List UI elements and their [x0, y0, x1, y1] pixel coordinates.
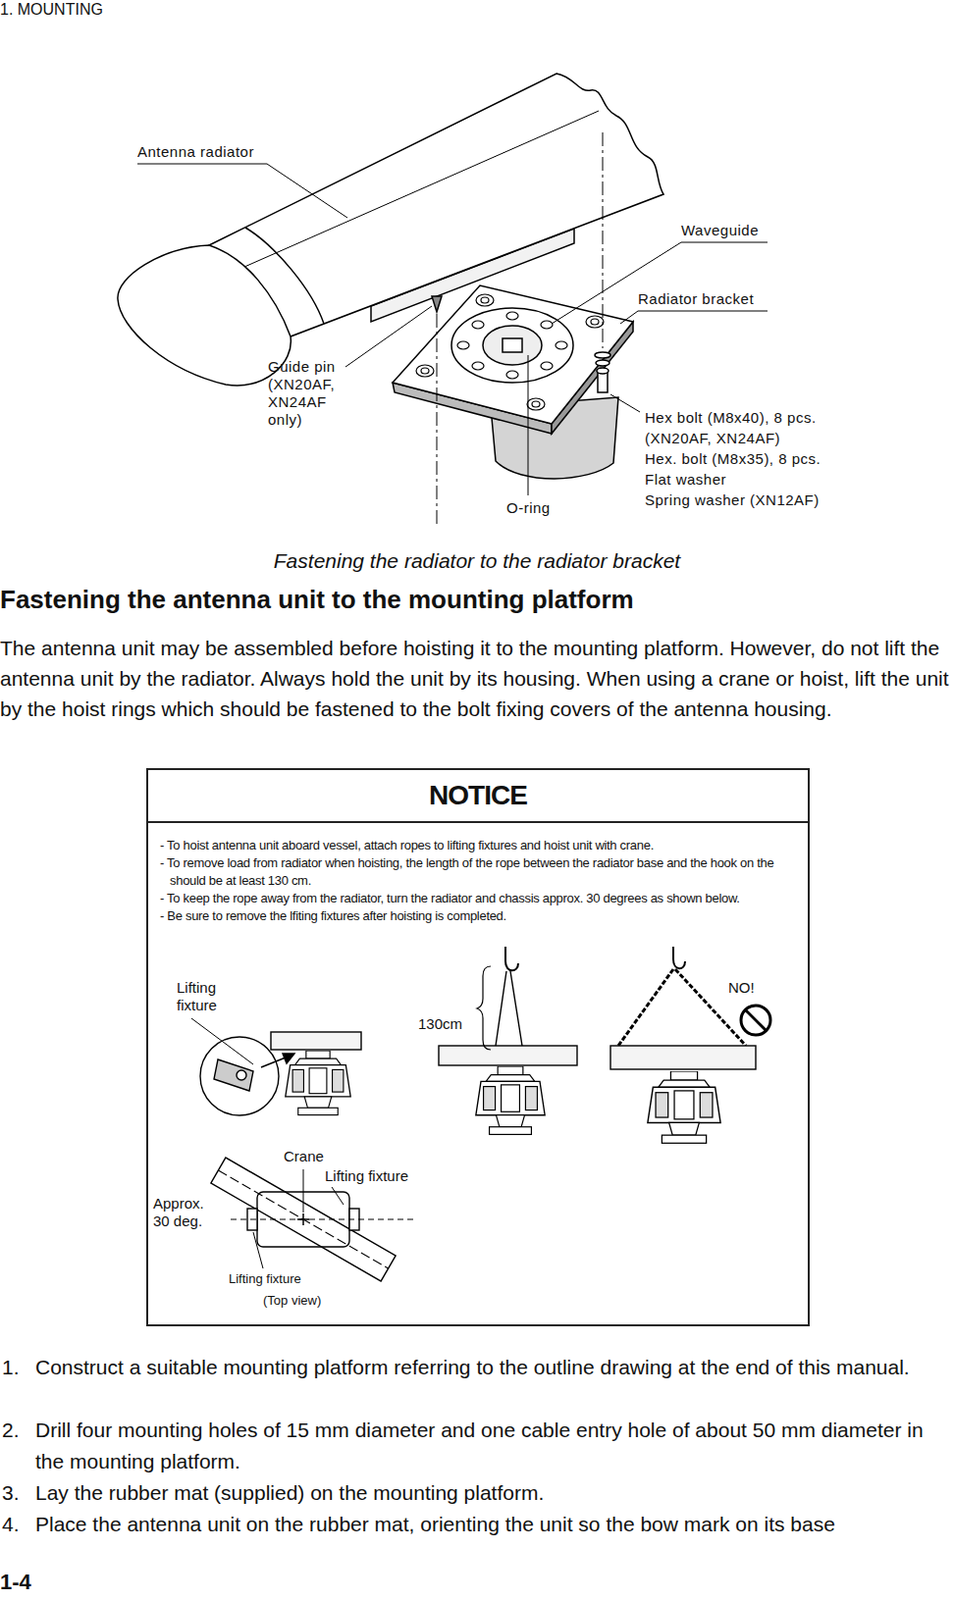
figure-caption: Fastening the radiator to the radiator b…: [0, 548, 954, 574]
part-label: Flat washer: [644, 471, 940, 489]
figure-label: Approx. 30 deg.: [153, 1195, 224, 1231]
part-label: Antenna radiator: [137, 143, 334, 161]
notice-bullet: - To remove load from radiator when hois…: [159, 854, 796, 891]
dimension-label: 130cm: [418, 1015, 487, 1034]
part-label: Spring washer (XN12AF): [644, 491, 940, 510]
step-number: 3.: [1, 1478, 32, 1510]
step-text: Construct a suitable mounting platform r…: [35, 1352, 949, 1384]
warning-label: NO!: [728, 979, 778, 998]
figure-label: Crane: [283, 1148, 343, 1166]
figure-label: Lifting fixture: [176, 979, 238, 1015]
part-label: Guide pin (XN20AF, XN24AF only): [267, 358, 349, 429]
part-label: Radiator bracket: [637, 290, 795, 309]
step-text: Drill four mounting holes of 15 mm diame…: [35, 1415, 949, 1479]
notice-bullet: - To keep the rope away from the radiato…: [159, 890, 796, 908]
center-line: [436, 132, 603, 526]
part-label: Hex bolt (M8x40), 8 pcs.: [644, 409, 940, 427]
notice-heading: NOTICE: [148, 770, 808, 824]
page-header: 1. MOUNTING: [0, 0, 295, 19]
figure-label: Lifting fixture: [228, 1272, 347, 1288]
part-label: O-ring: [506, 499, 585, 518]
figure-label: Lifting fixture: [324, 1167, 443, 1186]
notice-bullet: - To hoist antenna unit aboard vessel, a…: [159, 837, 796, 855]
step-text: Place the antenna unit on the rubber mat…: [35, 1509, 953, 1541]
step-text: Lay the rubber mat (supplied) on the mou…: [35, 1478, 949, 1510]
section-heading: Fastening the antenna unit to the mounti…: [0, 584, 954, 616]
part-label: Hex. bolt (M8x35), 8 pcs.: [644, 450, 940, 469]
part-label: (XN20AF, XN24AF): [644, 429, 940, 448]
radiator-drawing: [117, 73, 664, 479]
page-number: 1-4: [0, 1570, 79, 1596]
notice-figures: [191, 947, 771, 1282]
step-number: 2.: [1, 1415, 32, 1447]
step-number: 4.: [1, 1509, 32, 1541]
body-paragraph: The antenna unit may be assembled before…: [0, 633, 951, 725]
notice-box: NOTICE - To hoist antenna unit aboard ves…: [146, 768, 810, 1327]
notice-bullet: - Be sure to remove the lfiting fixtures…: [159, 907, 796, 926]
part-label: Waveguide: [681, 221, 799, 240]
figure-label: (Top view): [263, 1293, 381, 1310]
step-number: 1.: [1, 1352, 32, 1384]
